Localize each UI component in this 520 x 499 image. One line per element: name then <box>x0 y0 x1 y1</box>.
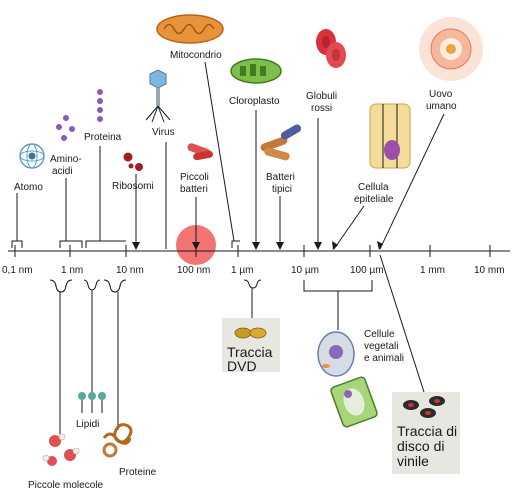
tick-label-1mm: 1 mm <box>420 265 445 276</box>
ribosomes-icon <box>123 152 143 171</box>
label-piccole-molecole: Piccole molecole <box>28 480 103 491</box>
label-piccoli-batteri-2: batteri <box>180 184 208 195</box>
protein-beads-icon <box>97 89 103 122</box>
label-aminoacidi-2: acidi <box>52 166 73 177</box>
small-bacteria-icon <box>187 143 213 161</box>
scale-tick-marks <box>14 245 491 257</box>
amino-acids-icon <box>56 115 75 141</box>
label-globuli-rossi-2: rossi <box>311 103 332 114</box>
label-vinile-1: Traccia di <box>397 423 457 439</box>
label-vinile-2: disco di <box>397 438 444 454</box>
plant-cell-icon <box>330 376 378 428</box>
label-cellule-1: Cellule <box>364 329 395 340</box>
label-cellula-epiteliale-1: Cellula <box>358 182 389 193</box>
label-vinile-3: vinile <box>397 453 429 469</box>
label-cellula-epiteliale-2: epiteliale <box>354 194 394 205</box>
tick-label-10nm: 10 nm <box>116 265 144 276</box>
tick-label-100um: 100 µm <box>350 265 384 276</box>
proteins-coil-icon <box>102 423 133 458</box>
red-blood-cells-icon <box>316 29 346 68</box>
label-cloroplasto: Cloroplasto <box>229 96 280 107</box>
small-molecules-icon <box>42 433 80 466</box>
tick-label-100nm: 100 nm <box>177 265 210 276</box>
label-traccia-dvd-1: Traccia <box>227 344 273 360</box>
chloroplast-icon <box>230 58 282 84</box>
label-aminoacidi-1: Amino- <box>50 154 82 165</box>
label-uovo-umano-2: umano <box>426 101 457 112</box>
mitochondrion-icon <box>156 14 224 44</box>
label-virus: Virus <box>152 127 175 138</box>
upper-arrowheads <box>132 241 383 250</box>
label-cellule-2: vegetali <box>364 341 398 352</box>
epithelial-cell-icon <box>369 103 411 169</box>
human-egg-icon <box>419 17 483 81</box>
atom-icon <box>19 143 45 169</box>
animal-cell-icon <box>317 331 355 377</box>
typical-bacteria-icon <box>260 124 302 161</box>
label-proteine: Proteine <box>119 467 157 478</box>
label-uovo-umano-1: Uovo <box>429 89 453 100</box>
tick-label-1um: 1 µm <box>231 265 253 276</box>
label-atomo: Atomo <box>14 182 43 193</box>
label-piccoli-batteri-1: Piccoli <box>180 172 209 183</box>
label-batteri-tipici-1: Batteri <box>266 172 295 183</box>
label-batteri-tipici-2: tipici <box>272 184 292 195</box>
virus-icon <box>145 69 171 123</box>
label-ribosomi: Ribosomi <box>112 181 154 192</box>
dvd-track-icon <box>222 318 280 372</box>
lipids-icon <box>78 392 106 413</box>
label-mitocondrio: Mitocondrio <box>170 50 222 61</box>
label-cellule-3: e animali <box>364 353 404 364</box>
label-proteina: Proteina <box>84 132 122 143</box>
lower-pointer-lines <box>59 254 425 434</box>
label-lipidi: Lipidi <box>76 419 99 430</box>
tick-label-0-1nm: 0,1 nm <box>2 265 33 276</box>
label-traccia-dvd-2: DVD <box>227 358 257 374</box>
tick-label-10mm: 10 mm <box>474 265 505 276</box>
label-globuli-rossi-1: Globuli <box>306 91 337 102</box>
tick-label-10um: 10 µm <box>291 265 319 276</box>
upper-pointer-lines <box>16 61 445 250</box>
lower-brackets <box>49 279 373 293</box>
tick-label-1nm: 1 nm <box>61 265 83 276</box>
vinyl-track-icon <box>392 392 460 474</box>
upper-brackets <box>11 240 240 248</box>
